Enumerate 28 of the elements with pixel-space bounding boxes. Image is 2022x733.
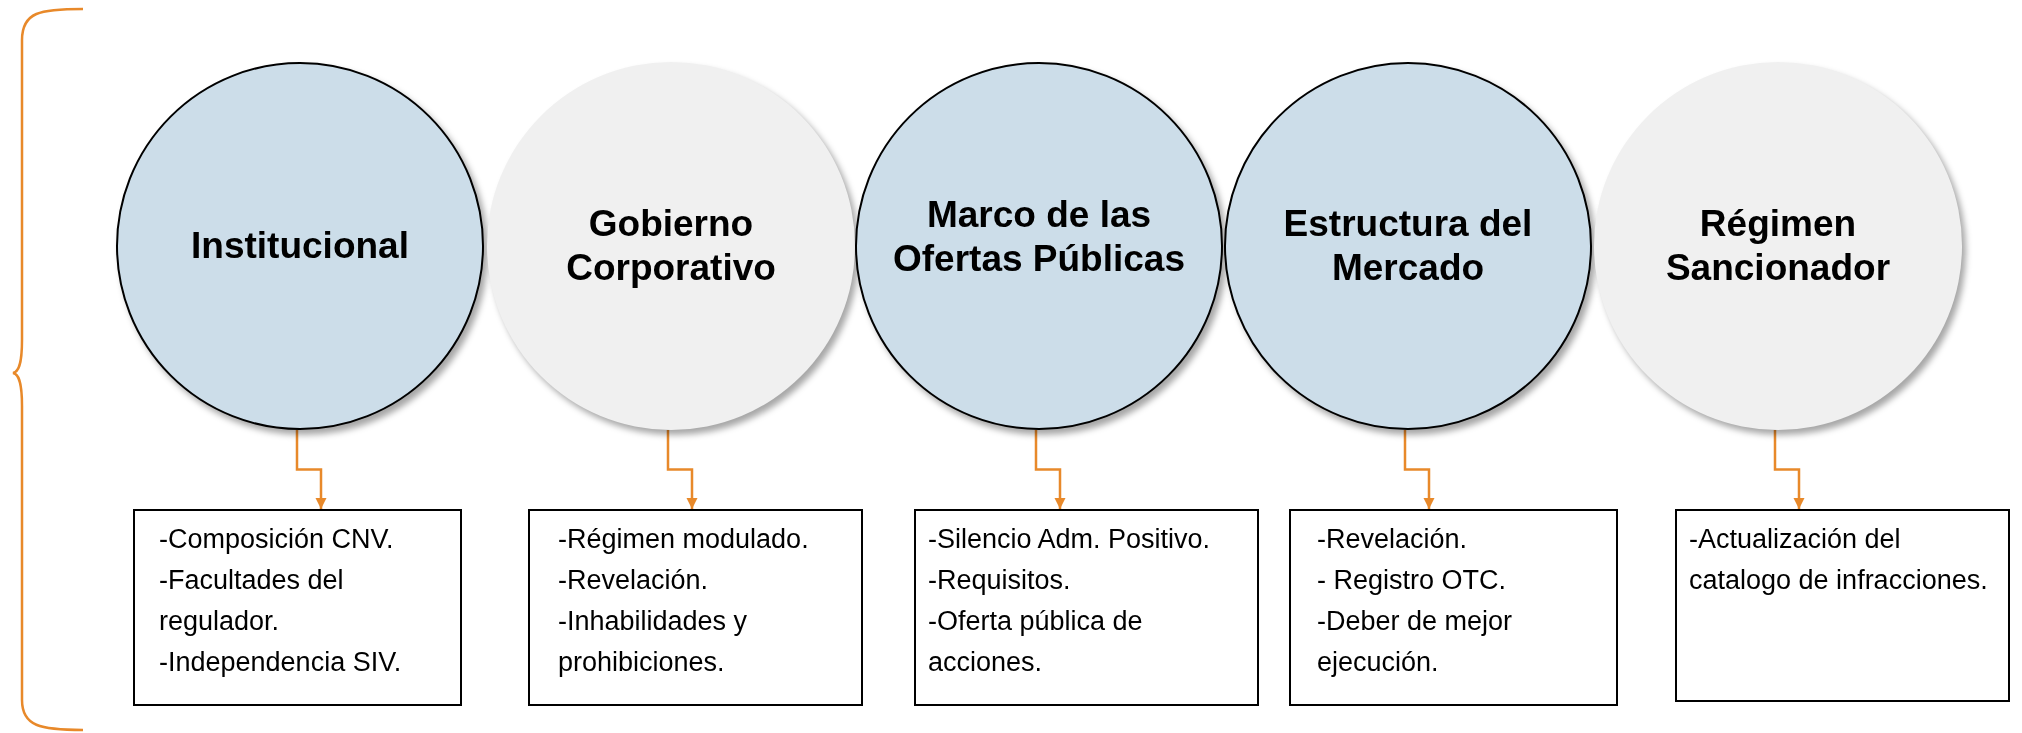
detail-item: - Registro OTC. xyxy=(1317,564,1508,597)
detail-item: -Oferta pública de acciones. xyxy=(928,605,1144,679)
detail-box xyxy=(528,509,863,706)
topic-title: Gobierno Corporativo xyxy=(565,202,777,290)
elbow-arrow xyxy=(666,430,698,509)
detail-item: -Actualización del catalogo de infracciones. xyxy=(1689,523,1989,597)
elbow-arrow xyxy=(1773,430,1805,509)
elbow-arrow xyxy=(1403,430,1435,509)
topic-title: Estructura del Mercado xyxy=(1282,202,1534,290)
elbow-arrow xyxy=(295,430,327,509)
detail-box xyxy=(1675,509,2010,702)
topic-title: Institucional xyxy=(190,224,410,268)
detail-item: -Silencio Adm. Positivo. xyxy=(928,523,1212,556)
detail-item: -Revelación. xyxy=(1317,523,1469,556)
detail-box xyxy=(1289,509,1618,706)
detail-item: -Independencia SIV. xyxy=(159,646,403,679)
detail-item: -Régimen modulado. xyxy=(558,523,810,556)
detail-item: -Revelación. xyxy=(558,564,710,597)
detail-box xyxy=(133,509,462,706)
topic-title: Régimen Sancionador xyxy=(1664,202,1892,290)
detail-item: -Requisitos. xyxy=(928,564,1072,597)
detail-item: -Inhabilidades y prohibiciones. xyxy=(558,605,749,679)
detail-box xyxy=(914,509,1259,706)
detail-item: -Deber de mejor ejecución. xyxy=(1317,605,1514,679)
detail-item: -Facultades del regulador. xyxy=(159,564,345,638)
topic-title: Marco de las Ofertas Públicas xyxy=(892,193,1186,281)
elbow-arrow xyxy=(1034,430,1066,509)
detail-item: -Composición CNV. xyxy=(159,523,395,556)
